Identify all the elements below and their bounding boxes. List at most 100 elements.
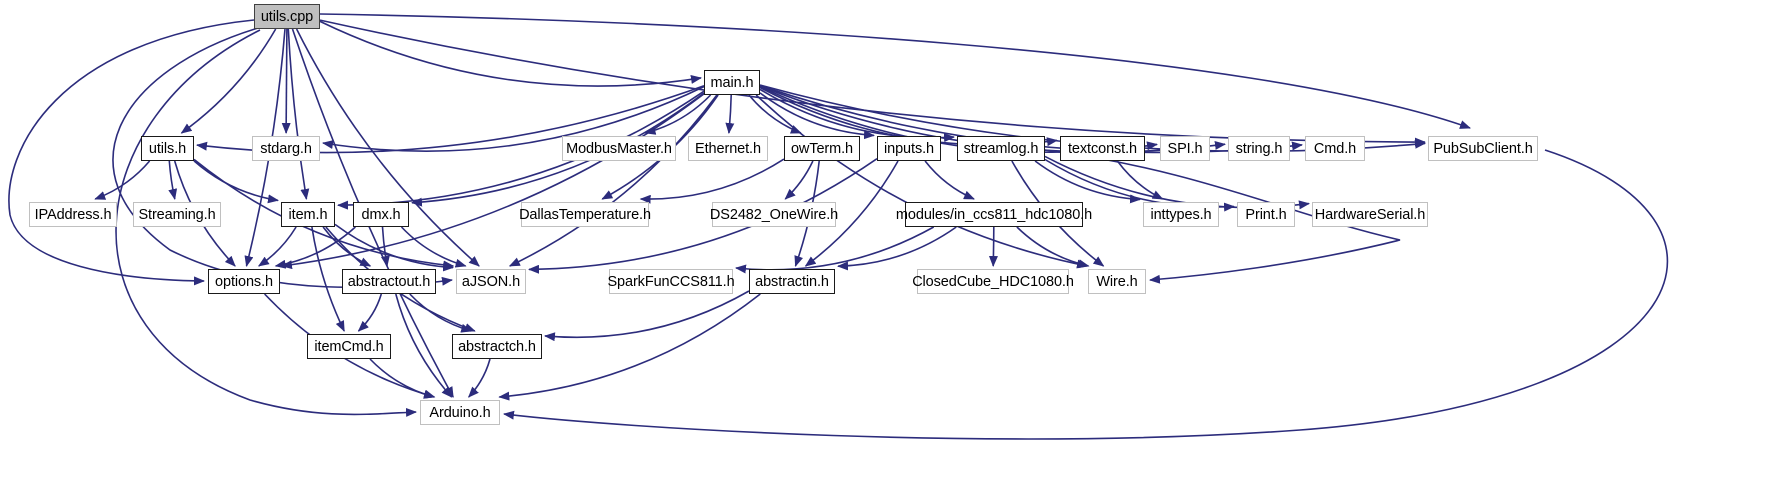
graph-edge-main-h-to-options-h [281,93,705,270]
graph-node-ipaddress-h[interactable]: IPAddress.h [29,202,117,227]
graph-node-stdarg-h[interactable]: stdarg.h [252,136,320,161]
graph-edge-inputs-h-to-abstractin-h [804,160,899,267]
graph-node-dmx-h[interactable]: dmx.h [353,202,409,227]
graph-node-textconst-h[interactable]: textconst.h [1060,136,1145,161]
graph-edge-owterm-h-to-dallastemperature-h [639,158,785,204]
graph-node-modbusmaster-h[interactable]: ModbusMaster.h [562,136,676,161]
graph-edge-abstractout-h-to-arduino-h [395,293,453,398]
graph-node-utils-cpp[interactable]: utils.cpp [254,4,320,29]
graph-edge-utils-cpp-to-pubsubclient-h-outer [319,13,1471,129]
graph-edge-main-h-to-stdarg-h [322,85,705,152]
graph-node-owterm-h[interactable]: owTerm.h [784,136,860,161]
graph-edge-item-h-to-abstractout-h [322,226,372,267]
graph-node-label: DallasTemperature.h [519,206,651,223]
graph-node-abstractout-h[interactable]: abstractout.h [342,269,436,294]
graph-edge-streamlog-h-to-wire-h-outer [1044,149,1401,284]
graph-node-dallastemperature-h[interactable]: DallasTemperature.h [519,202,651,227]
graph-edge-abstractout-h-to-itemcmd-h [357,293,383,332]
graph-edge-dmx-h-to-abstractout-h [380,226,390,267]
graph-node-label: ModbusMaster.h [566,140,672,157]
graph-edge-inputs-h-to-ajson-h [528,158,878,274]
graph-edge-abstractin-h-to-abstractch-h [544,290,750,342]
graph-edge-utils-h-to-ajson-h [193,158,455,270]
graph-edge-main-h-to-ethernet-h [725,94,735,134]
graph-edge-main-h-to-wire-h [755,94,1088,269]
graph-node-ethernet-h[interactable]: Ethernet.h [688,136,768,161]
graph-node-label: modules/in_ccs811_hdc1080.h [895,206,1093,223]
graph-node-label: Arduino.h [429,404,491,421]
graph-node-label: main.h [710,74,754,91]
graph-edge-dmx-h-to-options-h [274,226,356,269]
graph-node-closedcube-hdc1080-h[interactable]: ClosedCube_HDC1080.h [912,269,1074,294]
graph-node-string-h[interactable]: string.h [1228,136,1290,161]
graph-node-label: stdarg.h [260,140,312,157]
graph-edge-abstractout-h-to-abstractch-h [409,293,473,333]
graph-node-label: options.h [215,273,273,290]
graph-node-spi-h[interactable]: SPI.h [1160,136,1210,161]
graph-node-sparkfunccs811-h[interactable]: SparkFunCCS811.h [607,269,735,294]
graph-node-label: string.h [1235,140,1283,157]
graph-node-cmd-h[interactable]: Cmd.h [1305,136,1365,161]
graph-node-label: utils.h [148,140,187,157]
graph-node-label: PubSubClient.h [1433,140,1533,157]
graph-node-label: abstractch.h [458,338,536,355]
graph-edge-utils-cpp-to-stdarg-h [281,28,291,134]
graph-node-label: abstractout.h [347,273,431,290]
graph-edge-modules-ccs811-to-wire-h [1016,226,1090,269]
graph-node-label: abstractin.h [755,273,829,290]
graph-edge-modules-ccs811-to-abstractin-h [837,226,957,271]
graph-node-label: SPI.h [1167,140,1203,157]
graph-edge-item-h-to-itemcmd-h [311,226,345,332]
graph-edge-utils-cpp-to-item-h [287,28,310,200]
graph-node-arduino-h[interactable]: Arduino.h [420,400,500,425]
graph-node-streamlog-h[interactable]: streamlog.h [957,136,1045,161]
graph-edge-modules-ccs811-to-closedcube-hdc1080-h [988,226,998,267]
graph-node-streaming-h[interactable]: Streaming.h [133,202,221,227]
graph-node-inputs-h[interactable]: inputs.h [877,136,941,161]
graph-node-label: inttypes.h [1150,206,1212,223]
graph-node-label: aJSON.h [461,273,521,290]
graph-node-label: SparkFunCCS811.h [607,273,735,290]
graph-node-modules-ccs811[interactable]: modules/in_ccs811_hdc1080.h [896,202,1092,227]
graph-node-itemcmd-h[interactable]: itemCmd.h [307,334,391,359]
graph-node-label: HardwareSerial.h [1314,206,1426,223]
graph-edge-item-h-to-ajson-h [334,223,454,272]
graph-node-utils-h[interactable]: utils.h [141,136,194,161]
graph-edge-utils-cpp-to-arduino-h-outer [115,29,417,417]
graph-node-label: Print.h [1245,206,1287,223]
graph-node-pubsubclient-h[interactable]: PubSubClient.h [1428,136,1538,161]
graph-edge-modules-ccs811-to-sparkfunccs811-h [735,226,935,274]
graph-node-options-h[interactable]: options.h [208,269,280,294]
graph-node-print-h[interactable]: Print.h [1237,202,1295,227]
graph-edge-main-h-to-owterm-h [748,94,802,134]
graph-edge-owterm-h-to-ds2482-onewire-h [784,160,814,200]
graph-edge-main-h-to-ajson-h [508,94,718,267]
graph-edge-utils-h-to-item-h [193,160,279,204]
graph-edge-utils-cpp-to-main-h [319,20,702,87]
graph-edge-utils-cpp-to-pubsubclient-h [319,19,1426,147]
graph-node-label: owTerm.h [790,140,854,157]
graph-node-item-h[interactable]: item.h [281,202,335,227]
graph-edge-pubsubclient-h-to-arduino-h-outer [503,149,1669,440]
graph-node-abstractch-h[interactable]: abstractch.h [452,334,542,359]
graph-edge-utils-cpp-to-utils-h [180,28,277,134]
graph-node-ajson-h[interactable]: aJSON.h [456,269,526,294]
graph-node-ds2482-onewire-h[interactable]: DS2482_OneWire.h [710,202,838,227]
graph-edge-streamlog-h-to-hardwareserial-h [1044,155,1310,210]
graph-node-abstractin-h[interactable]: abstractin.h [749,269,835,294]
graph-node-inttypes-h[interactable]: inttypes.h [1143,202,1219,227]
graph-node-label: itemCmd.h [314,338,384,355]
graph-edge-streamlog-h-to-inttypes-h [1034,160,1141,204]
graph-edge-utils-h-to-streaming-h [168,160,178,200]
graph-node-label: Streaming.h [138,206,216,223]
graph-edge-dmx-h-to-ajson-h [400,226,467,268]
graph-edge-main-h-to-dmx-h [411,92,705,207]
graph-edge-utils-cpp-to-options-h-outer [8,19,255,286]
graph-node-hardwareserial-h[interactable]: HardwareSerial.h [1312,202,1428,227]
graph-node-label: item.h [288,206,328,223]
graph-node-wire-h[interactable]: Wire.h [1088,269,1146,294]
graph-node-main-h[interactable]: main.h [704,70,760,95]
graph-node-label: Wire.h [1096,273,1138,290]
